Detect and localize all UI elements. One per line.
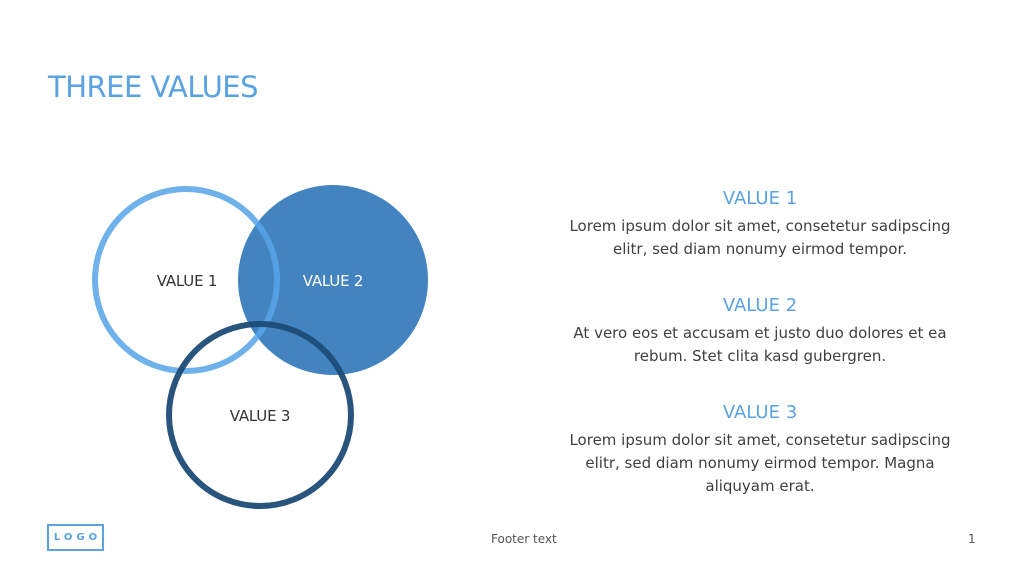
description-heading: VALUE 1 — [722, 188, 798, 209]
venn-label-value-2: VALUE 2 — [302, 272, 364, 290]
description-text: At vero eos et accusam et justo duo dolo… — [573, 324, 947, 365]
venn-circle-value-1 — [92, 186, 280, 374]
description-heading: VALUE 3 — [722, 402, 798, 423]
venn-label-value-3: VALUE 3 — [229, 407, 291, 425]
description-value-2: VALUE 2 At vero eos et accusam et justo … — [550, 295, 970, 368]
page-number: 1 — [968, 532, 976, 546]
description-value-3: VALUE 3 Lorem ipsum dolor sit amet, cons… — [550, 402, 970, 498]
description-heading: VALUE 2 — [722, 295, 798, 316]
description-text: Lorem ipsum dolor sit amet, consetetur s… — [569, 431, 951, 495]
venn-label-value-1: VALUE 1 — [156, 272, 218, 290]
slide-title: THREE VALUES — [48, 70, 259, 104]
logo: LOGO — [47, 524, 104, 551]
description-value-1: VALUE 1 Lorem ipsum dolor sit amet, cons… — [550, 188, 970, 261]
description-text: Lorem ipsum dolor sit amet, consetetur s… — [569, 217, 951, 258]
venn-circle-value-3 — [166, 321, 354, 509]
footer-text: Footer text — [491, 532, 557, 546]
